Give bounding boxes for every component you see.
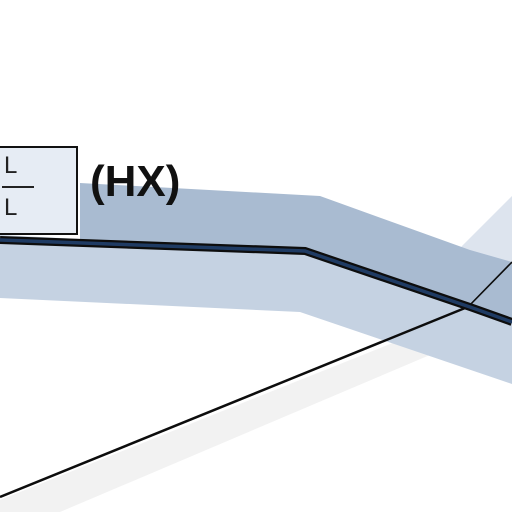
- shield-bottom-text: L: [4, 194, 18, 221]
- ground-shadow-band: [0, 292, 512, 512]
- shield-divider: [2, 186, 34, 188]
- shield-top-text: L: [4, 152, 18, 179]
- route-shield[interactable]: L L: [0, 146, 78, 235]
- branch-road-line: [465, 261, 512, 310]
- route-label[interactable]: (HX): [90, 157, 181, 206]
- diagonal-road-line: [0, 304, 471, 499]
- corridor-band-lower: [0, 235, 512, 384]
- main-route-line: [0, 238, 512, 324]
